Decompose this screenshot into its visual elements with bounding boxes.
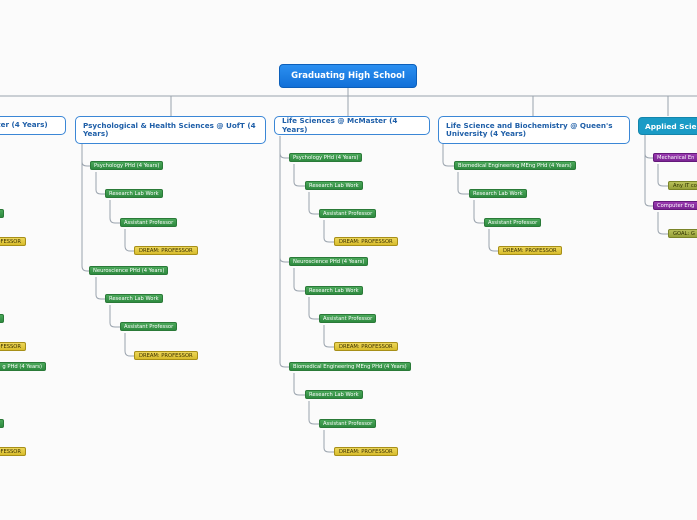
partial-phd-node[interactable]: g PHd (4 Years) — [0, 362, 46, 371]
program-label: Life Science and Biochemistry @ Queen's … — [446, 120, 613, 138]
uoft-assistant-node-2[interactable]: Assistant Professor — [120, 322, 178, 331]
partial-dream-node-2[interactable]: OFESSOR — [0, 342, 26, 351]
node-label: Assistant Professor — [323, 421, 373, 427]
program-node-partial-left[interactable]: aster (4 Years) — [0, 116, 66, 135]
mcmaster-assistant-node-3[interactable]: Assistant Professor — [319, 419, 377, 428]
uoft-dream-node-1[interactable]: DREAM: PROFESSOR — [134, 246, 198, 255]
node-label: DREAM: PROFESSOR — [139, 248, 193, 254]
node-label: Biomedical Engineering MEng PHd (4 Years… — [458, 163, 572, 169]
node-label: Assistant Professor — [323, 316, 373, 322]
root-label: Graduating High School — [291, 71, 405, 81]
node-label: Psychology PHd (4 Years) — [293, 155, 359, 161]
node-label: DREAM: PROFESSOR — [503, 248, 557, 254]
node-label: OFESSOR — [0, 239, 21, 245]
node-label: Research Lab Work — [309, 288, 359, 294]
node-label: Psychology PHd (4 Years) — [94, 163, 160, 169]
node-label: DREAM: PROFESSOR — [139, 353, 193, 359]
node-label: GOAL: G — [673, 231, 695, 237]
partial-phase-node-2[interactable] — [0, 314, 4, 323]
mcmaster-research-node-3[interactable]: Research Lab Work — [305, 390, 363, 399]
mcmaster-psychology-phd-node[interactable]: Psychology PHd (4 Years) — [289, 153, 363, 162]
program-node-uoft[interactable]: Psychological & Health Sciences @ UofT (… — [75, 116, 266, 144]
node-label: DREAM: PROFESSOR — [339, 449, 393, 455]
queens-research-node[interactable]: Research Lab Work — [469, 189, 527, 198]
mcmaster-research-node-1[interactable]: Research Lab Work — [305, 181, 363, 190]
queens-assistant-node[interactable]: Assistant Professor — [484, 218, 542, 227]
partial-phase-node-3[interactable] — [0, 419, 4, 428]
node-label: DREAM: PROFESSOR — [339, 344, 393, 350]
node-label: Mechanical En — [657, 155, 695, 161]
mcmaster-neuroscience-phd-node[interactable]: Neuroscience PHd (4 Years) — [289, 257, 369, 266]
uoft-dream-node-2[interactable]: DREAM: PROFESSOR — [134, 351, 198, 360]
applied-mechanical-eng-node[interactable]: Mechanical En — [653, 153, 697, 162]
mcmaster-assistant-node-1[interactable]: Assistant Professor — [319, 209, 377, 218]
node-label: Biomedical Engineering MEng PHd (4 Years… — [293, 364, 407, 370]
uoft-assistant-node-1[interactable]: Assistant Professor — [120, 218, 178, 227]
queens-biomed-meng-node[interactable]: Biomedical Engineering MEng PHd (4 Years… — [454, 161, 576, 170]
program-label: Applied Scien — [645, 121, 697, 131]
node-label: Research Lab Work — [473, 191, 523, 197]
uoft-psychology-phd-node[interactable]: Psychology PHd (4 Years) — [90, 161, 164, 170]
node-label: Research Lab Work — [109, 191, 159, 197]
node-label: OFESSOR — [0, 344, 21, 350]
partial-dream-node-1[interactable]: OFESSOR — [0, 237, 26, 246]
node-label: Assistant Professor — [124, 220, 174, 226]
node-label: Research Lab Work — [309, 392, 359, 398]
program-node-applied-science[interactable]: Applied Scien — [638, 117, 697, 135]
mcmaster-dream-node-2[interactable]: DREAM: PROFESSOR — [334, 342, 398, 351]
program-label: aster (4 Years) — [0, 120, 48, 130]
node-label: Any IT co — [673, 183, 697, 189]
mcmaster-biomed-meng-node[interactable]: Biomedical Engineering MEng PHd (4 Years… — [289, 362, 411, 371]
uoft-neuroscience-phd-node[interactable]: Neuroscience PHd (4 Years) — [89, 266, 169, 275]
node-label: Assistant Professor — [124, 324, 174, 330]
node-label: Research Lab Work — [309, 183, 359, 189]
node-label: Assistant Professor — [323, 211, 373, 217]
root-node[interactable]: Graduating High School — [279, 64, 417, 88]
mcmaster-dream-node-3[interactable]: DREAM: PROFESSOR — [334, 447, 398, 456]
applied-computer-eng-node[interactable]: Computer Eng — [653, 201, 697, 210]
node-label: g PHd (4 Years) — [2, 364, 42, 370]
applied-goal-node[interactable]: GOAL: G — [668, 229, 697, 238]
program-node-mcmaster[interactable]: Life Sciences @ McMaster (4 Years) — [274, 116, 430, 135]
node-label: OFESSOR — [0, 449, 21, 455]
node-label: Neuroscience PHd (4 Years) — [93, 268, 165, 274]
node-label: Neuroscience PHd (4 Years) — [293, 259, 365, 265]
uoft-research-node-1[interactable]: Research Lab Work — [105, 189, 163, 198]
partial-phase-node[interactable] — [0, 209, 4, 218]
mcmaster-assistant-node-2[interactable]: Assistant Professor — [319, 314, 377, 323]
partial-dream-node-3[interactable]: OFESSOR — [0, 447, 26, 456]
node-label: Assistant Professor — [488, 220, 538, 226]
mcmaster-dream-node-1[interactable]: DREAM: PROFESSOR — [334, 237, 398, 246]
uoft-research-node-2[interactable]: Research Lab Work — [105, 294, 163, 303]
program-label: Life Sciences @ McMaster (4 Years) — [282, 116, 398, 134]
applied-any-it-node[interactable]: Any IT co — [668, 181, 697, 190]
node-label: DREAM: PROFESSOR — [339, 239, 393, 245]
queens-dream-node[interactable]: DREAM: PROFESSOR — [498, 246, 562, 255]
mcmaster-research-node-2[interactable]: Research Lab Work — [305, 286, 363, 295]
node-label: Computer Eng — [657, 203, 695, 209]
node-label: Research Lab Work — [109, 296, 159, 302]
program-label: Psychological & Health Sciences @ UofT (… — [83, 120, 256, 138]
program-node-queens[interactable]: Life Science and Biochemistry @ Queen's … — [438, 116, 630, 144]
